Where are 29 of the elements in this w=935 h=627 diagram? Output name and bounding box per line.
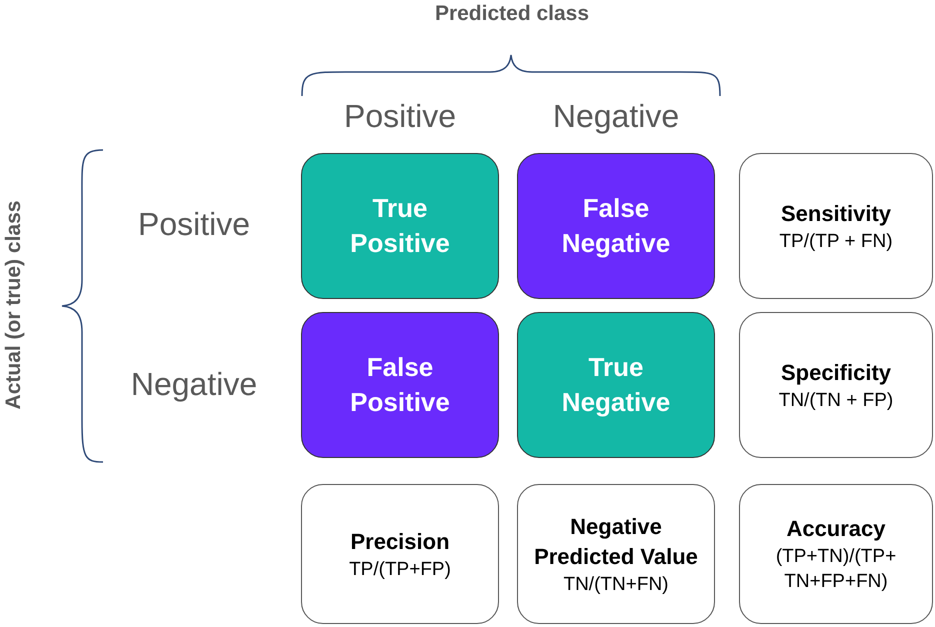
- metric-name: Accuracy: [786, 515, 886, 543]
- outcome-box: [517, 153, 715, 299]
- metric-formula: (TP+TN)/(TP+ TN+FP+FN): [774, 545, 898, 594]
- column-header: Positive: [344, 98, 456, 135]
- column-header: Negative: [552, 98, 680, 135]
- metric-formula: TN/(TN + FP): [778, 388, 894, 412]
- outcome-label: True Negative: [560, 351, 672, 419]
- axis-title: Predicted class: [434, 2, 590, 26]
- metric-formula: TP/(TP + FN): [779, 230, 893, 254]
- metric-box: [517, 484, 715, 624]
- metric-formula: TN/(TN+FN): [563, 572, 668, 596]
- metric-name: Precision: [350, 528, 450, 556]
- metric-box: [739, 312, 933, 458]
- metric-formula: TP/(TP+FP): [349, 558, 451, 582]
- metric-box: [739, 153, 933, 299]
- metric-box: [739, 484, 933, 624]
- axis-title: Actual (or true) class: [2, 200, 26, 410]
- metric-name: Specificity: [780, 358, 892, 387]
- outcome-label: False Negative: [560, 192, 672, 260]
- outcome-box: [301, 153, 499, 299]
- outcome-box: [301, 312, 499, 458]
- outcome-box: [517, 312, 715, 458]
- metric-name: Negative Predicted Value: [533, 512, 699, 570]
- outcome-label: False Positive: [349, 351, 451, 419]
- row-header: Negative: [130, 366, 258, 403]
- outcome-label: True Positive: [349, 192, 451, 260]
- row-header: Positive: [138, 206, 250, 243]
- metric-box: [301, 484, 499, 624]
- metric-name: Sensitivity: [780, 200, 892, 228]
